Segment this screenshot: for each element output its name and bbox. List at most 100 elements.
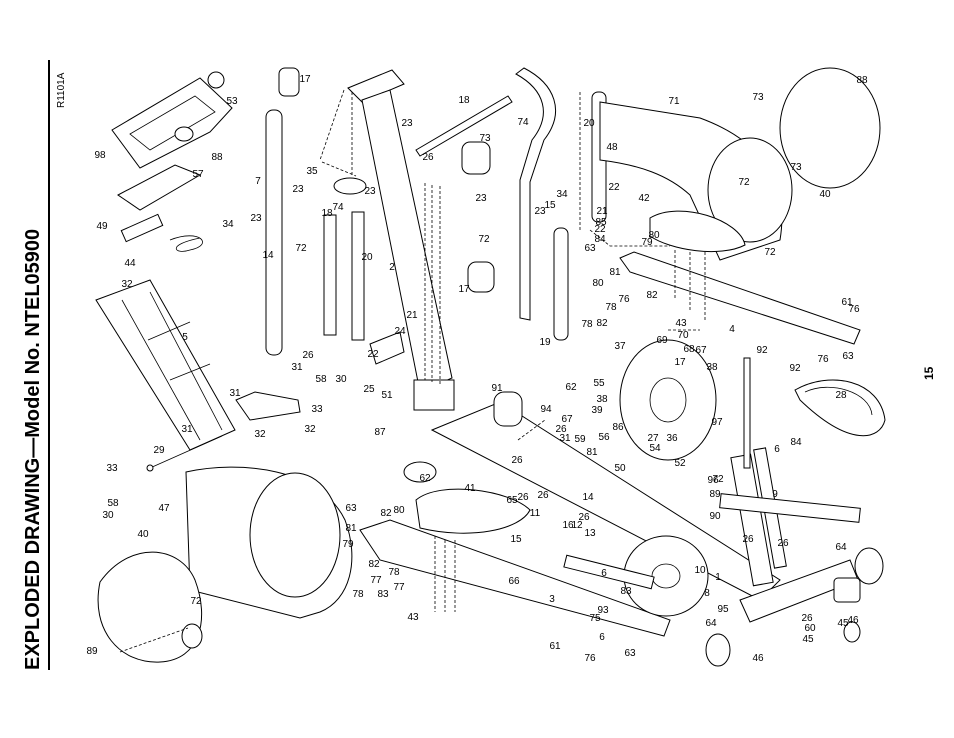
callout-81: 81 bbox=[586, 447, 598, 458]
callout-23: 23 bbox=[292, 184, 304, 195]
callout-23: 23 bbox=[250, 213, 262, 224]
callout-28: 28 bbox=[835, 390, 847, 401]
callout-74: 74 bbox=[517, 117, 529, 128]
drawing-callout-labels: 1234566678910111213141415151617171718181… bbox=[86, 74, 868, 664]
callout-31: 31 bbox=[559, 433, 571, 444]
callout-89: 89 bbox=[709, 489, 721, 500]
callout-6: 6 bbox=[599, 632, 605, 643]
callout-45: 45 bbox=[802, 634, 814, 645]
callout-83: 83 bbox=[620, 586, 632, 597]
callout-7: 7 bbox=[255, 176, 261, 187]
callout-32: 32 bbox=[304, 424, 316, 435]
callout-52: 52 bbox=[674, 458, 686, 469]
callout-72: 72 bbox=[190, 596, 202, 607]
callout-12: 12 bbox=[571, 520, 583, 531]
callout-43: 43 bbox=[407, 612, 419, 623]
callout-22: 22 bbox=[367, 349, 379, 360]
callout-15: 15 bbox=[510, 534, 522, 545]
callout-27: 27 bbox=[647, 433, 659, 444]
callout-1: 1 bbox=[715, 572, 721, 583]
callout-13: 13 bbox=[584, 528, 596, 539]
callout-92: 92 bbox=[789, 363, 801, 374]
callout-72: 72 bbox=[738, 177, 750, 188]
callout-61: 61 bbox=[841, 297, 853, 308]
callout-94: 94 bbox=[540, 404, 552, 415]
callout-18: 18 bbox=[458, 95, 470, 106]
callout-16: 16 bbox=[562, 520, 574, 531]
callout-88: 88 bbox=[211, 152, 223, 163]
callout-46: 46 bbox=[752, 653, 764, 664]
callout-46: 46 bbox=[847, 615, 859, 626]
callout-73: 73 bbox=[752, 92, 764, 103]
callout-84: 84 bbox=[790, 437, 802, 448]
callout-33: 33 bbox=[106, 463, 118, 474]
callout-86: 86 bbox=[612, 422, 624, 433]
callout-26: 26 bbox=[578, 512, 590, 523]
callout-59: 59 bbox=[574, 434, 586, 445]
callout-39: 39 bbox=[591, 405, 603, 416]
callout-15: 15 bbox=[544, 200, 556, 211]
callout-92: 92 bbox=[756, 345, 768, 356]
callout-14: 14 bbox=[262, 250, 274, 261]
callout-17: 17 bbox=[299, 74, 311, 85]
callout-31: 31 bbox=[181, 424, 193, 435]
callout-54: 54 bbox=[649, 443, 661, 454]
callout-76: 76 bbox=[618, 294, 630, 305]
callout-30: 30 bbox=[335, 374, 347, 385]
callout-96: 96 bbox=[707, 475, 719, 486]
callout-48: 48 bbox=[606, 142, 618, 153]
callout-57: 57 bbox=[192, 169, 204, 180]
callout-32: 32 bbox=[121, 279, 133, 290]
callout-82: 82 bbox=[368, 559, 380, 570]
callout-33: 33 bbox=[311, 404, 323, 415]
callout-55: 55 bbox=[593, 378, 605, 389]
callout-82: 82 bbox=[646, 290, 658, 301]
callout-63: 63 bbox=[345, 503, 357, 514]
callout-26: 26 bbox=[422, 152, 434, 163]
callout-87: 87 bbox=[374, 427, 386, 438]
callout-93: 93 bbox=[597, 605, 609, 616]
callout-23: 23 bbox=[475, 193, 487, 204]
callout-36: 36 bbox=[666, 433, 678, 444]
callout-6: 6 bbox=[601, 568, 607, 579]
callout-80: 80 bbox=[648, 230, 660, 241]
callout-25: 25 bbox=[363, 384, 375, 395]
callout-78: 78 bbox=[352, 589, 364, 600]
callout-26: 26 bbox=[537, 490, 549, 501]
callout-40: 40 bbox=[819, 189, 831, 200]
callout-72: 72 bbox=[478, 234, 490, 245]
callout-21: 21 bbox=[596, 206, 608, 217]
callout-45: 45 bbox=[837, 618, 849, 629]
callout-83: 83 bbox=[377, 589, 389, 600]
callout-37: 37 bbox=[614, 341, 626, 352]
callout-64: 64 bbox=[835, 542, 847, 553]
callout-26: 26 bbox=[511, 455, 523, 466]
callout-21: 21 bbox=[406, 310, 418, 321]
drawing-parts bbox=[95, 67, 886, 667]
callout-69: 69 bbox=[656, 335, 668, 346]
callout-78: 78 bbox=[388, 567, 400, 578]
callout-84: 84 bbox=[594, 234, 606, 245]
callout-95: 95 bbox=[717, 604, 729, 615]
callout-68: 68 bbox=[683, 344, 695, 355]
callout-40: 40 bbox=[137, 529, 149, 540]
callout-19: 19 bbox=[539, 337, 551, 348]
callout-26: 26 bbox=[302, 350, 314, 361]
callout-34: 34 bbox=[222, 219, 234, 230]
callout-63: 63 bbox=[624, 648, 636, 659]
callout-23: 23 bbox=[534, 206, 546, 217]
callout-24: 24 bbox=[394, 326, 406, 337]
callout-80: 80 bbox=[393, 505, 405, 516]
callout-17: 17 bbox=[674, 357, 686, 368]
callout-4: 4 bbox=[729, 324, 735, 335]
callout-82: 82 bbox=[380, 508, 392, 519]
callout-77: 77 bbox=[393, 582, 405, 593]
callout-20: 20 bbox=[583, 118, 595, 129]
callout-26: 26 bbox=[555, 424, 567, 435]
callout-81: 81 bbox=[345, 523, 357, 534]
callout-62: 62 bbox=[565, 382, 577, 393]
callout-6: 6 bbox=[774, 444, 780, 455]
callout-31: 31 bbox=[291, 362, 303, 373]
callout-34: 34 bbox=[556, 189, 568, 200]
